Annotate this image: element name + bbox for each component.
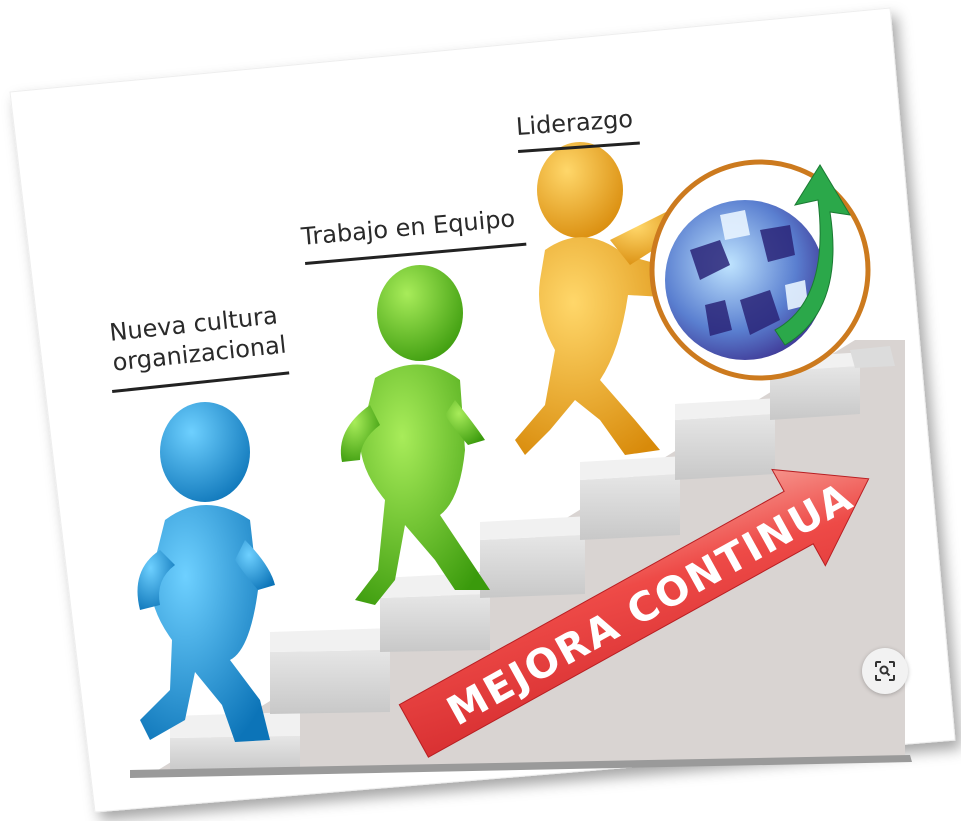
globe-icon: [649, 159, 871, 381]
image-search-button[interactable]: [862, 648, 908, 694]
staircase: [130, 340, 912, 778]
green-figure: [340, 265, 490, 605]
image-search-icon: [875, 661, 895, 681]
blue-figure: [137, 402, 275, 742]
